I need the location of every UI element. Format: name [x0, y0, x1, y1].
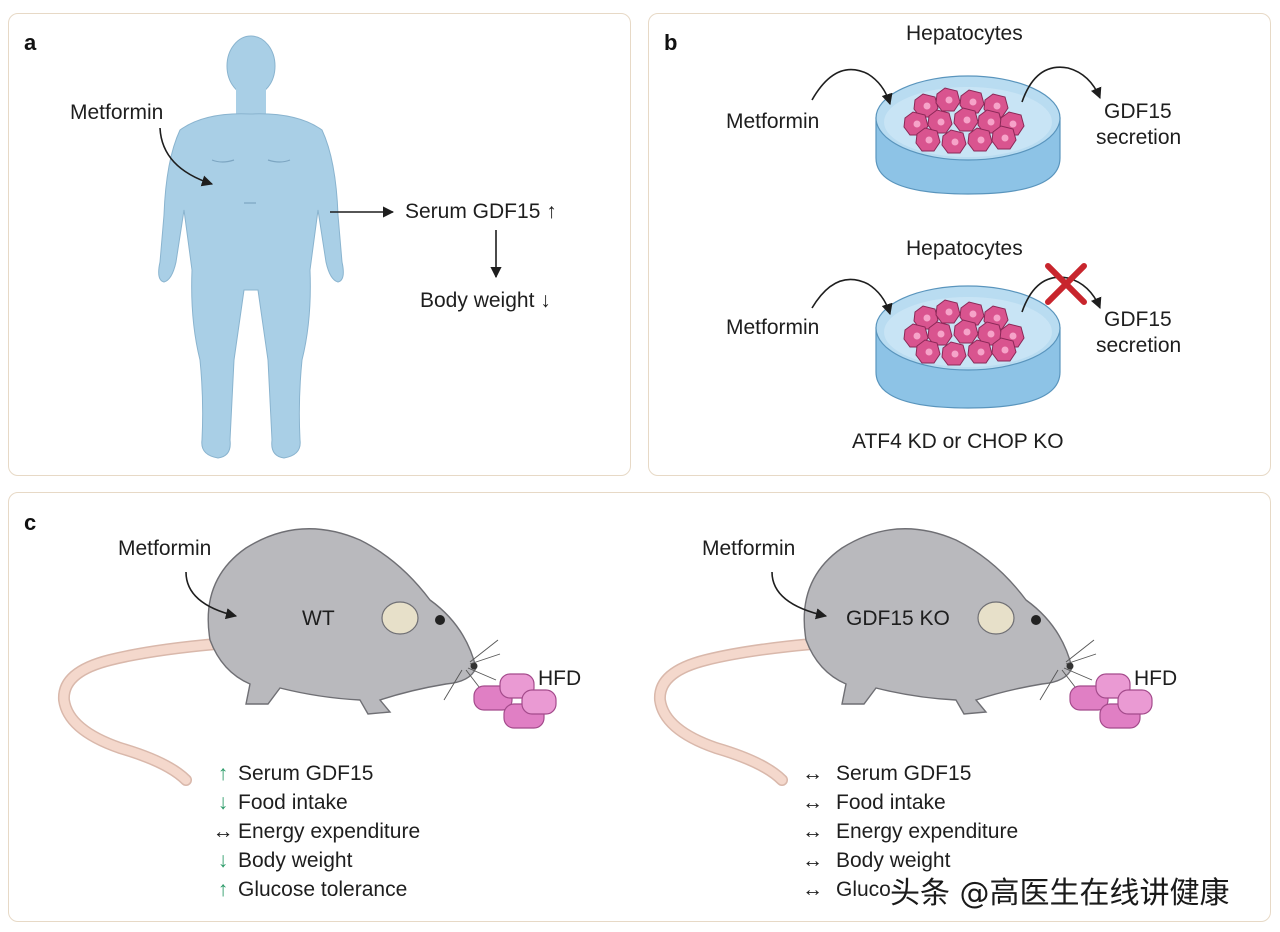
cell-nucleus	[1009, 332, 1017, 340]
panel-c-left-mouse-label: WT	[302, 607, 335, 630]
bidirectional-arrow-icon: ↔	[802, 849, 823, 872]
cell-nucleus	[913, 332, 921, 340]
cell-nucleus	[987, 118, 995, 126]
cell-nucleus	[963, 116, 971, 124]
panel-b-top-output-1: GDF15	[1104, 100, 1172, 123]
panel-a	[8, 13, 631, 476]
cell-nucleus	[1001, 346, 1009, 354]
cell-nucleus	[993, 314, 1001, 322]
panel-b-bottom-title: Hepatocytes	[906, 237, 1023, 260]
bidirectional-arrow-icon: ↔	[802, 762, 823, 785]
list-item: ↓Body weight	[208, 849, 353, 873]
cell-nucleus	[987, 330, 995, 338]
hepatocyte-cells-top	[903, 87, 1025, 154]
list-item: ↔Food intake	[802, 791, 946, 814]
list-item: ↔Body weight	[802, 849, 951, 872]
bidirectional-arrow-icon: ↔	[802, 791, 823, 814]
cell-nucleus	[937, 118, 945, 126]
panel-b-bottom-output-1: GDF15	[1104, 308, 1172, 331]
bidirectional-arrow-icon: ↔	[802, 820, 823, 843]
bidirectional-arrow-icon: ↔	[212, 820, 234, 843]
list-item: ↔Gluco	[802, 878, 891, 901]
list-item: ↑Glucose tolerance	[208, 878, 408, 902]
inhibition-x-icon	[1045, 263, 1087, 305]
cell-nucleus	[937, 330, 945, 338]
hfd-pellet-icon	[1069, 673, 1153, 729]
list-item: ↓Food intake	[208, 791, 348, 815]
cell-nucleus	[945, 308, 953, 316]
watermark: 头条 @高医生在线讲健康	[890, 876, 1230, 911]
hepatocyte-cells-bottom	[903, 299, 1025, 366]
panel-c-right-metformin: Metformin	[702, 537, 796, 560]
mouse-icon	[57, 528, 501, 786]
panel-c-right-hfd-label: HFD	[1134, 667, 1178, 690]
list-item: ↔Energy expenditure	[208, 820, 421, 844]
cell-nucleus	[969, 310, 977, 318]
bidirectional-arrow-icon: ↔	[802, 878, 823, 901]
hfd-pellet-icon	[473, 673, 557, 729]
list-item: ↑Serum GDF15	[208, 762, 374, 786]
panel-a-serum-gdf15-label: Serum GDF15 ↑	[405, 200, 557, 223]
cell-nucleus	[945, 96, 953, 104]
panel-b-bottom-metformin: Metformin	[726, 316, 820, 339]
cell-nucleus	[1009, 120, 1017, 128]
panel-b-top-title: Hepatocytes	[906, 22, 1023, 45]
down-arrow-icon: ↓	[217, 849, 229, 872]
panel-b-top-output-2: secretion	[1096, 126, 1182, 149]
cell-nucleus	[977, 348, 985, 356]
mouse-icon	[653, 528, 1097, 786]
cell-nucleus	[951, 138, 959, 146]
panel-a-metformin-label: Metformin	[70, 101, 164, 124]
cell-nucleus	[969, 98, 977, 106]
list-item: ↔Energy expenditure	[802, 820, 1019, 843]
panel-c-left-metformin: Metformin	[118, 537, 212, 560]
up-arrow-icon: ↑	[217, 878, 229, 901]
cell-nucleus	[951, 350, 959, 358]
panel-b-top-metformin: Metformin	[726, 110, 820, 133]
panel-b-label: b	[664, 30, 678, 55]
cell-nucleus	[925, 348, 933, 356]
panel-c	[8, 492, 1271, 922]
panel-c-right-mouse-label: GDF15 KO	[846, 607, 950, 630]
panel-a-label: a	[24, 30, 37, 55]
panel-c-left-hfd-label: HFD	[538, 667, 582, 690]
panel-b-bottom-output-2: secretion	[1096, 334, 1182, 357]
cell-nucleus	[923, 314, 931, 322]
list-item: ↔Serum GDF15	[802, 762, 972, 785]
cell-nucleus	[923, 102, 931, 110]
cell-nucleus	[993, 102, 1001, 110]
panel-a-body-weight-label: Body weight ↓	[420, 289, 551, 312]
cell-nucleus	[963, 328, 971, 336]
panel-b-condition-label: ATF4 KD or CHOP KO	[852, 430, 1064, 453]
down-arrow-icon: ↓	[217, 791, 229, 814]
up-arrow-icon: ↑	[217, 762, 229, 785]
cell-nucleus	[913, 120, 921, 128]
cell-nucleus	[925, 136, 933, 144]
human-figure-icon	[158, 35, 344, 459]
cell-nucleus	[977, 136, 985, 144]
cell-nucleus	[1001, 134, 1009, 142]
panel-c-label: c	[24, 510, 37, 535]
